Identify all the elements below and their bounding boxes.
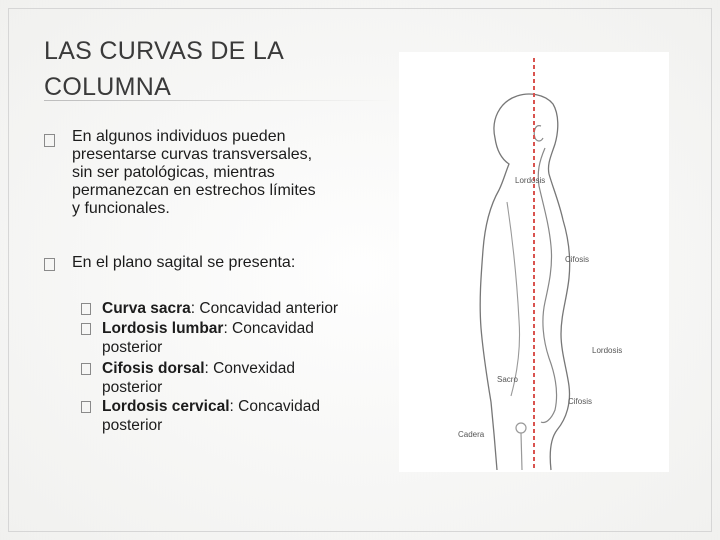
subbullet-term: Lordosis cervical (102, 398, 230, 415)
subbullet-cont: posterior (102, 338, 163, 356)
bullet-1: En algunos individuos pueden presentarse… (72, 128, 316, 218)
subbullet-box-icon (81, 401, 91, 413)
spine-curve (537, 147, 558, 424)
body-silhouette (479, 95, 518, 471)
subbullet-curva-sacra: Curva sacra: Concavidad anterior (102, 300, 338, 319)
subbullet-box-icon (81, 303, 91, 315)
subbullet-term: Curva sacra (102, 300, 191, 317)
subbullet-lordosis-cervical: Lordosis cervical: Concavidad posterior (102, 398, 320, 435)
label-lordosis-lumbar: Lordosis (592, 346, 622, 355)
subbullet-term: Cifosis dorsal (102, 360, 205, 377)
hip-joint-marker (515, 422, 527, 434)
spine-curvature-figure: Lordosis Cifosis Lordosis Sacro Cifosis … (458, 58, 622, 471)
subbullet-term: Lordosis lumbar (102, 320, 224, 337)
subbullet-desc: : Concavidad (229, 398, 320, 415)
subbullet-box-icon (81, 363, 91, 375)
head-back-outline (516, 93, 559, 175)
bullet-1-line-4: permanezcan en estrechos límites (72, 182, 316, 199)
slide-title-line-1: LAS CURVAS DE LA (44, 37, 285, 65)
subbullet-box-icon (81, 323, 91, 335)
subbullet-cont: posterior (102, 378, 163, 396)
subbullet-desc: : Concavidad anterior (190, 300, 339, 317)
bullet-1-line-2: presentarse curvas transversales, (72, 146, 313, 163)
subbullet-lordosis-lumbar: Lordosis lumbar: Concavidad posterior (102, 320, 314, 357)
title-divider (44, 100, 394, 101)
label-lordosis-cervical: Lordosis (515, 176, 545, 185)
arm-outline (506, 201, 521, 397)
subbullet-cifosis-dorsal: Cifosis dorsal: Convexidad posterior (102, 360, 295, 397)
slide-frame (8, 8, 712, 532)
bullet-2-line-1: En el plano sagital se presenta: (72, 254, 296, 271)
slide-title: LAS CURVAS DE LA COLUMNA (44, 33, 374, 105)
bullet-1-line-3: sin ser patológicas, mientras (72, 164, 275, 181)
femur-line (520, 432, 523, 471)
bullet-1-line-1: En algunos individuos pueden (72, 128, 286, 145)
ear-outline (533, 125, 544, 142)
label-cadera: Cadera (458, 430, 485, 439)
bullet-box-icon (44, 134, 55, 147)
subbullet-cont: posterior (102, 416, 163, 434)
subbullet-desc: : Convexidad (204, 360, 295, 377)
label-sacro: Sacro (497, 375, 518, 384)
label-cifosis-dorsal: Cifosis (565, 255, 589, 264)
label-cifosis-sacra: Cifosis (568, 397, 592, 406)
slide-title-line-2: COLUMNA (44, 73, 172, 101)
back-outline (548, 173, 571, 471)
bullet-box-icon (44, 258, 55, 271)
bullet-1-line-5: y funcionales. (72, 200, 170, 217)
bullet-2: En el plano sagital se presenta: (72, 254, 295, 272)
subbullet-desc: : Concavidad (223, 320, 314, 337)
